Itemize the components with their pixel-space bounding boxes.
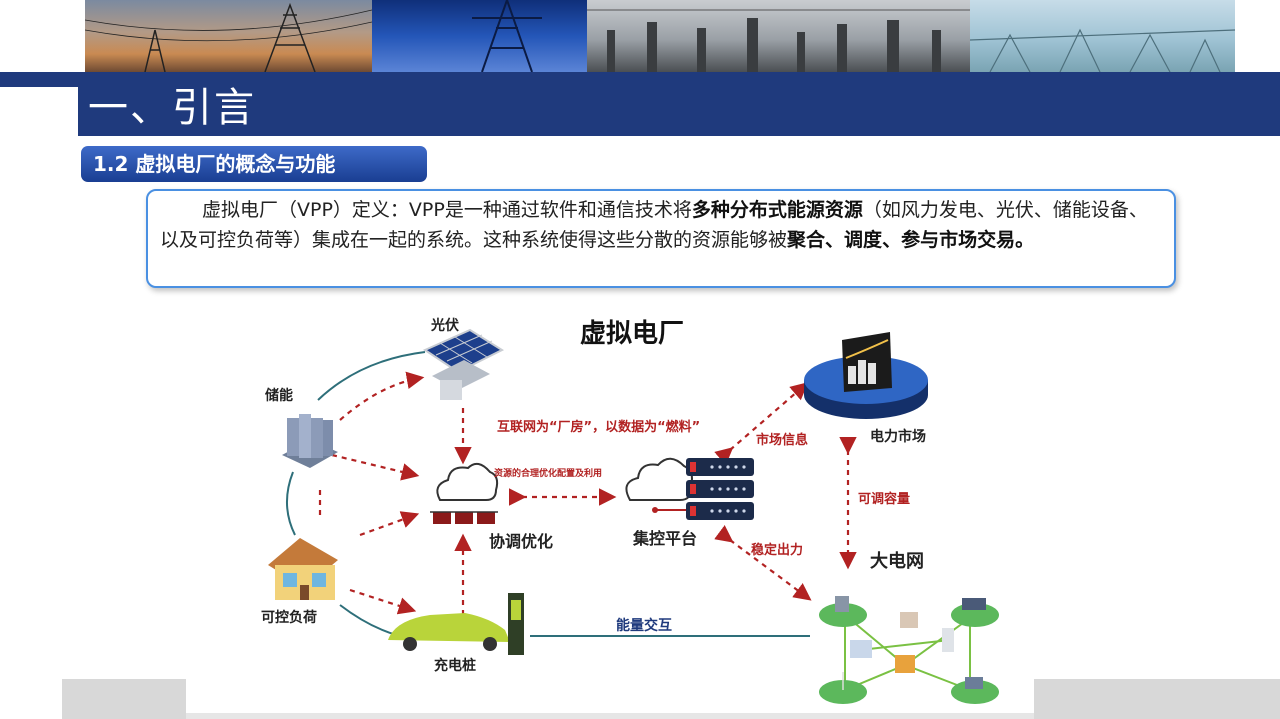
banner-photo-switchyard — [970, 0, 1235, 72]
definition-text: 虚拟电厂（VPP）定义：VPP是一种通过软件和通信技术将 — [202, 199, 692, 221]
title-bar — [0, 72, 1280, 136]
definition-separator: 、 — [825, 229, 845, 251]
label-market-info: 市场信息 — [756, 433, 809, 448]
substation-icon — [587, 9, 970, 72]
banner-photo-sunset-tower — [85, 0, 372, 72]
banner-photo-substation — [587, 0, 970, 72]
pylon-icon — [472, 0, 542, 72]
label-resource-allocation: 资源的合理优化配置及利用 — [494, 469, 603, 479]
label-controllable-load: 可控负荷 — [261, 610, 317, 626]
footer-block-left — [62, 679, 186, 719]
label-coordination: 协调优化 — [489, 532, 554, 551]
switchyard-icon — [970, 28, 1235, 72]
definition-highlight: 参与市场交易 — [901, 229, 1016, 251]
section-heading: 1.2 虚拟电厂的概念与功能 — [81, 146, 427, 182]
power-grid-icon — [819, 596, 999, 704]
label-internet: 互联网为“厂房”，以数据为“燃料” — [497, 420, 701, 435]
label-stable-output: 稳定出力 — [751, 543, 804, 558]
definition-box: 虚拟电厂（VPP）定义：VPP是一种通过软件和通信技术将多种分布式能源资源（如风… — [146, 189, 1176, 288]
definition-highlight: 聚合 — [787, 229, 826, 251]
page-title: 一、引言 — [88, 85, 256, 131]
label-platform: 集控平台 — [633, 529, 698, 548]
house-icon — [268, 538, 338, 600]
label-storage: 储能 — [265, 388, 293, 404]
definition-highlight: 多种分布式能源资源 — [691, 199, 863, 221]
ev-charger-icon — [388, 593, 524, 655]
label-energy-exchange: 能量交互 — [616, 618, 672, 634]
definition-highlight: 调度 — [844, 229, 883, 251]
header-banner — [85, 0, 1235, 72]
title-bar-accent — [0, 87, 78, 136]
control-platform-icon — [625, 457, 754, 520]
label-solar: 光伏 — [431, 318, 459, 334]
footer-divider — [186, 713, 1034, 719]
banner-photo-blue-tower — [372, 0, 587, 72]
label-market: 电力市场 — [870, 429, 926, 445]
definition-text: （如风力发电、光伏、储能设备、以及可控负荷等）集成在一起的系统。这种系统使得这些… — [160, 199, 1148, 251]
battery-storage-icon — [282, 414, 338, 468]
tower-icon — [85, 2, 372, 72]
flow-arrows — [318, 371, 857, 615]
power-market-icon — [804, 332, 928, 419]
label-charger: 充电桩 — [434, 658, 476, 674]
definition-end: 。 — [1015, 229, 1035, 251]
diagram-title: 虚拟电厂 — [580, 319, 685, 349]
solar-panel-icon — [422, 328, 505, 400]
label-grid: 大电网 — [870, 551, 924, 572]
coordination-cloud-icon — [430, 462, 499, 524]
definition-separator: 、 — [882, 229, 902, 251]
footer-block-right — [1034, 679, 1280, 719]
label-capacity: 可调容量 — [858, 492, 911, 507]
